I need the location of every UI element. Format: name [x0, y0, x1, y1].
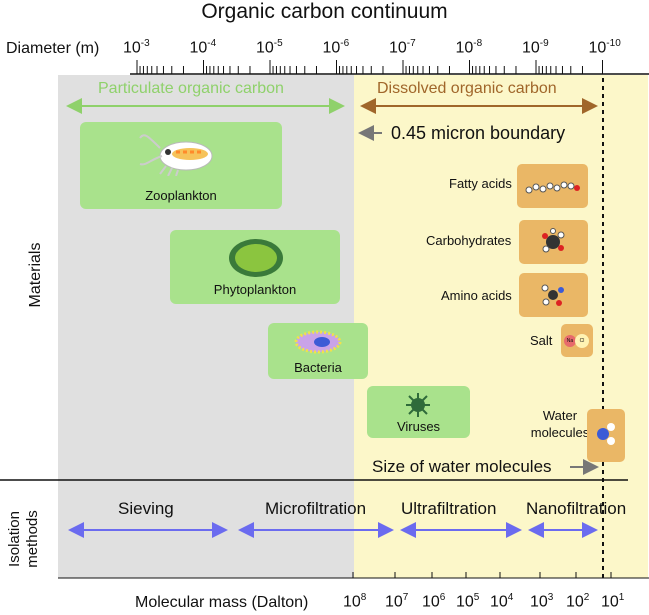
fatty-acids-box [517, 164, 588, 208]
virus-icon [406, 393, 430, 417]
zooplankton-box: Zooplankton [80, 122, 282, 209]
nanofiltration-label: Nanofiltration [526, 499, 627, 518]
top-axis-label: Diameter (m) [6, 40, 100, 57]
sodium-ion-icon: Na [564, 335, 576, 347]
top-tick-label: 10-3 [123, 38, 150, 57]
top-tick-label: 10-4 [189, 38, 217, 57]
bottom-tick-label: 102 [566, 592, 590, 611]
fatty-acids-label: Fatty acids [449, 176, 512, 191]
amino-acids-label: Amino acids [441, 288, 512, 303]
dissolved-region [354, 75, 648, 578]
amino-acids-box [519, 273, 588, 317]
bottom-tick-label: 108 [343, 592, 367, 611]
bottom-axis-label: Molecular mass (Dalton) [135, 594, 309, 611]
bottom-tick-label: 101 [601, 592, 625, 611]
isolation-label-line1: Isolation [6, 511, 23, 567]
water-box [587, 409, 625, 462]
microfiltration-label: Microfiltration [265, 499, 367, 518]
fatty-acid-molecule-icon [525, 181, 580, 194]
water-label-line2: molecules [530, 425, 590, 440]
boundary-label: 0.45 micron boundary [391, 123, 566, 143]
bottom-axis-ticks [352, 572, 612, 578]
particulate-label: Particulate organic carbon [98, 80, 284, 97]
salt-label: Salt [530, 333, 553, 348]
water-molecule-icon [597, 423, 615, 445]
chloride-ion-icon: Cl [575, 334, 589, 348]
dissolved-label: Dissolved organic carbon [377, 80, 557, 97]
ultrafiltration-label: Ultrafiltration [401, 499, 497, 518]
phytoplankton-icon [229, 239, 283, 277]
top-tick-label: 10-6 [322, 38, 350, 57]
bottom-tick-label: 106 [422, 592, 446, 611]
phytoplankton-box: Phytoplankton [170, 230, 340, 304]
carbohydrate-molecule-icon [542, 228, 565, 253]
bottom-tick-label: 103 [530, 592, 554, 611]
bacteria-box: Bacteria [268, 323, 368, 379]
isolation-methods-label: Isolation methods [6, 499, 42, 579]
amino-acid-molecule-icon [541, 284, 564, 306]
zooplankton-icon [139, 134, 213, 176]
bacteria-icon [294, 330, 342, 354]
sieving-label: Sieving [118, 499, 174, 518]
bottom-tick-label: 107 [385, 592, 409, 611]
materials-axis-label: Materials [27, 242, 44, 308]
viruses-box: Viruses [367, 386, 470, 438]
bottom-tick-label: 105 [456, 592, 480, 611]
top-axis-ticks [136, 60, 603, 74]
viruses-label: Viruses [396, 419, 441, 434]
top-tick-label: 10-7 [389, 38, 416, 57]
carbohydrates-label: Carbohydrates [426, 233, 512, 248]
isolation-label-line2: methods [24, 510, 41, 568]
water-size-label: Size of water molecules [372, 457, 552, 476]
phytoplankton-label: Phytoplankton [213, 282, 297, 297]
bacteria-label: Bacteria [294, 360, 342, 375]
top-tick-label: 10-9 [522, 38, 549, 57]
carbohydrates-box [519, 220, 588, 264]
water-molecules-label: Water molecules [530, 407, 590, 441]
zooplankton-label: Zooplankton [145, 188, 217, 203]
top-tick-label: 10-5 [256, 38, 283, 57]
salt-box: Na Cl [561, 324, 593, 357]
top-tick-label: 10-8 [455, 38, 483, 57]
diagram-title: Organic carbon continuum [201, 0, 448, 23]
top-tick-label: 10-10 [588, 38, 621, 57]
bottom-tick-label: 104 [490, 592, 514, 611]
water-label-line1: Water [542, 408, 578, 423]
